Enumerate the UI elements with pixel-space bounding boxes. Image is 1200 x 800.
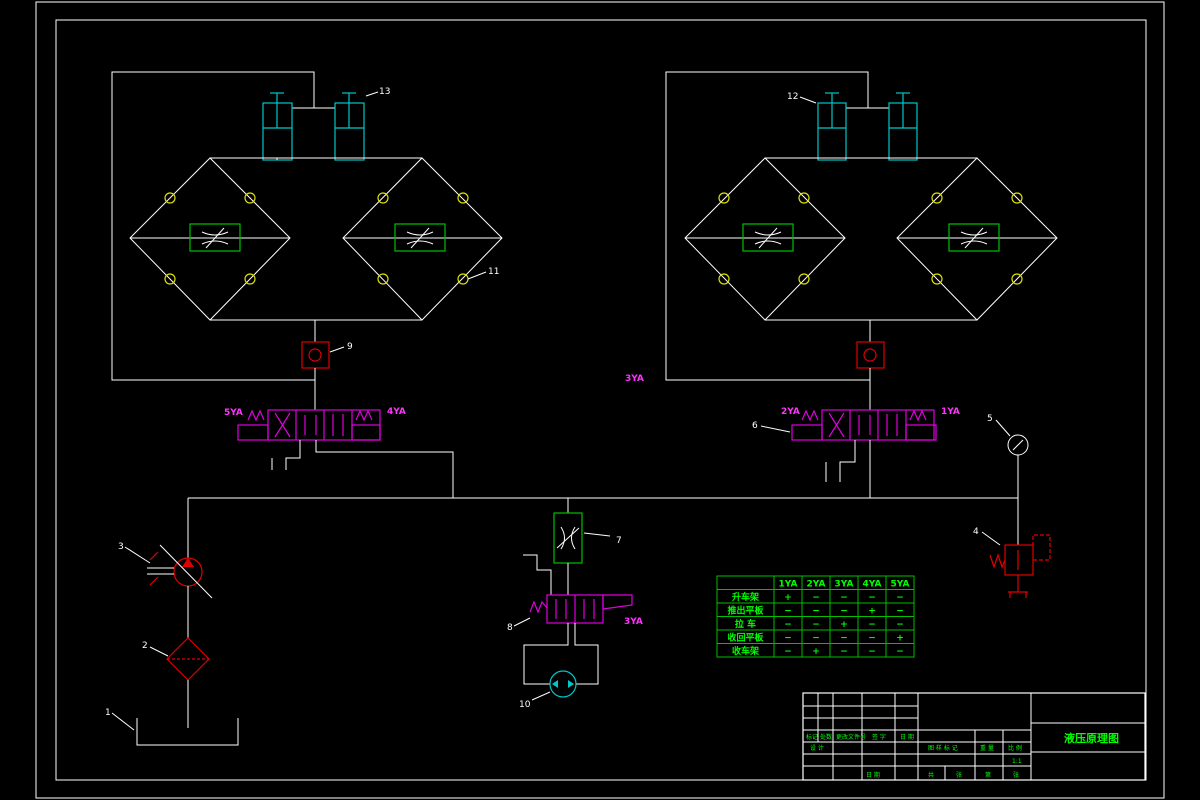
table-cell: − [812, 607, 820, 617]
tb-r3-c3: 比 例 [1008, 744, 1022, 752]
table-row-action: 推出平板 [727, 605, 764, 617]
table-cell: − [784, 634, 792, 644]
table-cell: − [812, 620, 820, 630]
table-row-action: 收车架 [732, 645, 759, 657]
cylinder-right-b [888, 92, 918, 161]
table-cell: − [896, 647, 904, 657]
table-cell: − [896, 593, 904, 603]
cylinder-left-b [334, 92, 365, 161]
table-cell: − [868, 593, 876, 603]
bridge-right-2 [896, 157, 1058, 321]
inner-border [55, 19, 1147, 781]
outer-border [35, 1, 1165, 799]
bridge-right-1 [684, 157, 846, 321]
solenoid-2ya: 2YA [781, 407, 800, 417]
table-header-4ya: 4YA [863, 580, 882, 590]
table-cell: + [784, 593, 792, 603]
tb-r1-c4: 签 字 [872, 733, 886, 741]
tb-r1-c3: 更改文件号 [836, 733, 866, 741]
directional-valve-right [791, 409, 937, 441]
bridge-left-1 [129, 157, 291, 321]
table-cell: − [896, 607, 904, 617]
tb-r2-c1: 设 计 [810, 744, 824, 752]
main-supply [136, 434, 1051, 746]
tb-r4-c2: 张 [956, 771, 962, 779]
cylinder-left-a [262, 92, 293, 161]
callout-9: 9 [347, 342, 353, 352]
table-header-1ya: 1YA [779, 580, 798, 590]
table-cell: − [868, 620, 876, 630]
callout-3: 3 [118, 542, 124, 552]
table-row-action: 拉 车 [735, 618, 756, 630]
table-row-action: 收回平板 [727, 632, 764, 644]
callout-7: 7 [616, 536, 622, 546]
table-row-action: 升车架 [732, 591, 759, 603]
cylinder-right-a [817, 92, 847, 161]
callout-5: 5 [987, 414, 993, 424]
callout-4: 4 [973, 527, 979, 537]
directional-valve-left [237, 409, 381, 441]
right-circuit [665, 71, 1058, 498]
table-cell: − [784, 647, 792, 657]
table-cell: + [840, 620, 848, 630]
directional-valve-8 [529, 594, 633, 624]
tb-scale: 1:1 [1012, 758, 1022, 765]
tb-approve: 日 期 [866, 771, 880, 779]
table-cell: + [812, 647, 820, 657]
callout-11: 11 [488, 267, 499, 277]
solenoid-action-table: 1YA 2YA 3YA 4YA 5YA 升车架 + − − − − 推出平板 − − − + − 拉 车 − − + − −… [716, 575, 915, 658]
callout-6: 6 [752, 421, 758, 431]
callouts: 13 12 11 9 7 8 10 6 5 4 3 2 1 [105, 87, 1011, 731]
table-cell: − [868, 647, 876, 657]
bridge-left-2 [342, 157, 503, 321]
solenoid-3ya-float: 3YA [625, 374, 644, 384]
table-cell: + [896, 634, 904, 644]
solenoid-5ya: 5YA [224, 408, 243, 418]
table-cell: − [840, 647, 848, 657]
tb-r1-c1: 标记 [806, 733, 818, 741]
table-header-5ya: 5YA [891, 580, 910, 590]
callout-12: 12 [787, 92, 798, 102]
tb-r4-c4: 张 [1013, 771, 1019, 779]
table-cell: − [840, 607, 848, 617]
tb-r3-c2: 重 量 [980, 744, 994, 752]
table-cell: − [840, 593, 848, 603]
drawing-title: 液压原理图 [1064, 731, 1119, 745]
callout-10: 10 [519, 700, 531, 710]
callout-2: 2 [142, 641, 148, 651]
table-cell: − [868, 634, 876, 644]
solenoid-1ya: 1YA [941, 407, 960, 417]
table-cell: − [812, 634, 820, 644]
tb-r4-c3: 第 [985, 771, 991, 779]
tb-r3-c1: 图 样 标 记 [928, 744, 958, 752]
center-circuit [523, 498, 633, 698]
left-circuit [111, 71, 503, 498]
table-cell: − [840, 634, 848, 644]
tb-r4-c1: 共 [928, 771, 934, 779]
solenoid-4ya: 4YA [387, 407, 406, 417]
callout-8: 8 [507, 623, 513, 633]
table-cell: − [784, 607, 792, 617]
table-cell: − [896, 620, 904, 630]
tb-r1-c5: 日 期 [900, 733, 914, 741]
callout-13: 13 [379, 87, 390, 97]
solenoid-3ya-valve8: 3YA [624, 617, 643, 627]
tb-r1-c2: 处数 [820, 733, 832, 741]
table-header-3ya: 3YA [835, 580, 854, 590]
callout-1: 1 [105, 708, 111, 718]
table-cell: − [812, 593, 820, 603]
table-header-2ya: 2YA [807, 580, 826, 590]
table-cell: + [868, 607, 876, 617]
table-cell: − [784, 620, 792, 630]
title-block: 液压原理图 标记 处数 更改文件号 签 字 日 期 设 计 图 样 标 记 重 … [802, 692, 1146, 781]
